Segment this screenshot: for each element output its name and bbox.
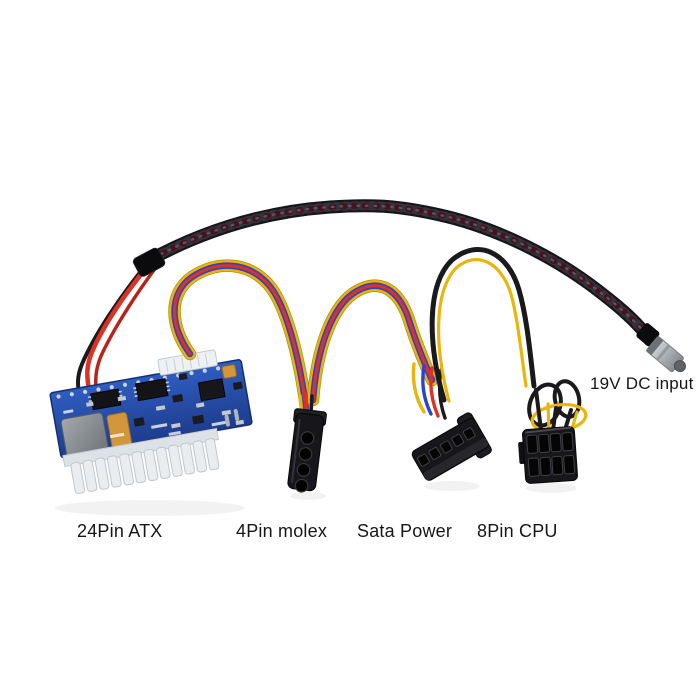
atx-pin-tower [143,448,159,482]
atx-pin-tower [155,446,171,479]
controller-ic [197,378,226,402]
yellow-wire [411,362,426,414]
molex-pin-holes [294,431,315,493]
plug-base-band [645,336,664,356]
atx-24pin-connector [70,438,220,495]
input-header-slots [165,353,208,373]
blue-wire [421,364,433,416]
red-wire [429,366,440,418]
cpu-socket [561,432,574,452]
label-19v-dc-input: 19V DC input [590,374,694,393]
sata-entry-wires [411,362,447,420]
cpu-shadow [525,483,577,493]
atx-connector-base [62,428,219,468]
molex-hole [294,478,309,493]
molex-shadow [290,492,326,500]
cpu-socket [549,432,562,453]
cpu-socket [551,455,564,476]
black-wire [429,247,537,403]
wire-bundle-to-cpu [429,247,588,434]
solder-joint [56,394,61,399]
molex-4pin-connector [287,392,327,493]
wire-bundle-board-to-molex [168,259,313,415]
sata-slot [417,453,430,467]
label-sata-power: Sata Power [357,521,453,541]
solder-joint [69,392,74,397]
sata-slot [428,447,442,461]
silkscreen-marks [63,409,226,439]
edge-pins [224,408,240,427]
sot23-transistors [133,372,243,427]
red-wire [311,284,434,402]
sata-slot [439,440,453,454]
solder-joint [83,389,88,394]
sata-mating-lip [423,438,489,481]
cpu-top-highlight [525,426,572,434]
molex-hole [298,447,313,461]
atx-pin-tower [106,455,122,488]
label-8pin-cpu: 8Pin CPU [477,521,558,541]
atx-pin-tower [119,453,134,486]
sata-contact-slots [417,427,476,467]
solder-joint [189,370,194,376]
cpu-socket [539,456,552,477]
wire-bundle-molex-to-sata [306,279,439,407]
dc-input-leads [76,247,166,395]
atx-pin-tower [131,451,147,484]
label-24pin-atx: 24Pin ATX [77,521,163,541]
soft-shadows [55,481,577,516]
red-input-wire [85,259,154,392]
cpu-socket [526,434,539,454]
atx-pin-tower [180,442,196,475]
tantalum-capacitor-small [221,364,237,379]
sata-power-connector [411,412,492,481]
cpu-socket [563,454,576,475]
solder-joint [122,382,128,387]
soic-chip-2 [133,378,171,402]
braided-dc-cable [139,199,657,347]
atx-pin-tower [204,438,220,471]
red-input-wire-dark [94,264,159,389]
solder-joint [202,368,207,373]
plug-tip [673,360,686,373]
black-wire [437,368,447,420]
molex-edge-highlight [290,418,301,483]
yellow-wire [436,258,528,403]
solder-joint [215,366,221,371]
plug-collar [636,323,660,347]
sata-shadow [424,481,480,491]
red-wire [172,264,308,410]
cpu-socket [537,433,550,454]
solder-joint [96,387,101,392]
braid-highlight [144,204,652,342]
sata-slot [451,433,465,447]
atx-pin-tower [70,461,86,495]
molex-hole [296,462,311,477]
molex-hole [300,431,315,445]
pcb-board [49,349,253,495]
cpu-pin-sockets [526,432,576,477]
board-shadow [55,500,245,516]
solder-joint [109,385,114,390]
dc-plug [636,323,686,373]
atx-pin-tower [82,459,98,492]
atx-pin-tower [94,457,110,490]
cpu-socket [527,457,540,477]
heatshrink-knot [132,247,166,277]
sata-slot [462,427,476,441]
plug-ring [655,344,671,361]
smd-passives [86,395,245,429]
label-4pin-molex: 4Pin molex [236,521,328,541]
atx-pin-tower [168,444,183,477]
cpu-8pin-connector [518,426,578,484]
atx-pin-tower [192,440,208,473]
